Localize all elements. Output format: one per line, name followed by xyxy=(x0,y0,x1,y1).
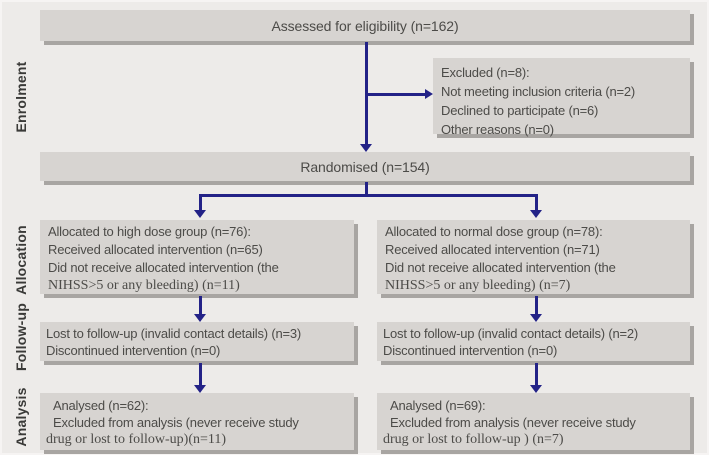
normal-dose-followup-box: Lost to follow-up (invalid contact detai… xyxy=(377,322,690,361)
connector-analysis-right-line xyxy=(535,363,538,385)
arrowhead-allocation-right xyxy=(530,210,542,218)
analysis-line: drug or lost to follow-up)(n=11) xyxy=(46,432,227,447)
stage-label-enrolment: Enrolment xyxy=(13,61,29,133)
connector-followup-right-line xyxy=(535,296,538,314)
analysis-line: drug or lost to follow-up ) (n=7) xyxy=(383,432,564,447)
allocation-line: Did not receive allocated intervention (… xyxy=(385,260,616,275)
normal-dose-analysis-box: Analysed (n=69): Excluded from analysis … xyxy=(377,393,690,450)
allocation-line: Received allocated intervention (n=71) xyxy=(385,242,600,257)
excluded-line: Other reasons (n=0) xyxy=(441,122,554,137)
stage-label-analysis: Analysis xyxy=(13,387,29,447)
connector-split-left-line xyxy=(199,194,202,210)
arrowhead-analysis-right xyxy=(530,385,542,393)
excluded-line: Excluded (n=8): xyxy=(441,65,530,80)
assessed-box: Assessed for eligibility (n=162) xyxy=(40,10,690,41)
followup-line: Discontinued intervention (n=0) xyxy=(46,343,221,358)
followup-line: Lost to follow-up (invalid contact detai… xyxy=(46,326,302,341)
allocation-line: Did not receive allocated intervention (… xyxy=(48,260,279,275)
connector-analysis-left-line xyxy=(199,363,202,385)
followup-line: Discontinued intervention (n=0) xyxy=(383,343,558,358)
assessed-text: Assessed for eligibility (n=162) xyxy=(271,17,459,34)
high-dose-allocation-box: Allocated to high dose group (n=76): Rec… xyxy=(40,220,354,294)
excluded-line: Not meeting inclusion criteria (n=2) xyxy=(441,84,636,99)
allocation-line: Received allocated intervention (n=65) xyxy=(48,242,263,257)
arrowhead-followup-right xyxy=(530,314,542,322)
allocation-line: NIHSS>5 or any bleeding) (n=7) xyxy=(385,278,571,293)
allocation-line: NIHSS>5 or any bleeding) (n=11) xyxy=(48,278,240,293)
arrowhead-analysis-left xyxy=(194,385,206,393)
normal-dose-allocation-box: Allocated to normal dose group (n=78): R… xyxy=(377,220,690,294)
analysis-line: Excluded from analysis (never receive st… xyxy=(53,415,299,430)
followup-line: Lost to follow-up (invalid contact detai… xyxy=(383,326,639,341)
high-dose-followup-box: Lost to follow-up (invalid contact detai… xyxy=(40,322,354,361)
analysis-line: Analysed (n=62): xyxy=(53,398,149,413)
high-dose-analysis-box: Analysed (n=62): Excluded from analysis … xyxy=(40,393,354,450)
connector-excluded-line xyxy=(366,93,425,96)
connector-randomised-stem xyxy=(365,182,368,196)
allocation-line: Allocated to normal dose group (n=78): xyxy=(385,224,603,239)
arrowhead-allocation-left xyxy=(194,210,206,218)
connector-split-horizontal xyxy=(199,194,537,197)
stage-label-followup: Follow-up xyxy=(13,303,29,371)
allocation-line: Allocated to high dose group (n=76): xyxy=(48,224,251,239)
excluded-line: Declined to participate (n=6) xyxy=(441,103,599,118)
stage-label-allocation: Allocation xyxy=(13,225,29,295)
randomised-box: Randomised (n=154) xyxy=(40,152,690,181)
connector-split-right-line xyxy=(535,194,538,210)
arrowhead-excluded xyxy=(425,89,433,99)
analysis-line: Excluded from analysis (never receive st… xyxy=(390,415,636,430)
arrowhead-followup-left xyxy=(194,314,206,322)
arrowhead-randomised xyxy=(360,144,372,152)
analysis-line: Analysed (n=69): xyxy=(390,398,486,413)
randomised-text: Randomised (n=154) xyxy=(300,158,430,175)
excluded-box: Excluded (n=8): Not meeting inclusion cr… xyxy=(433,58,690,137)
connector-followup-left-line xyxy=(199,296,202,314)
